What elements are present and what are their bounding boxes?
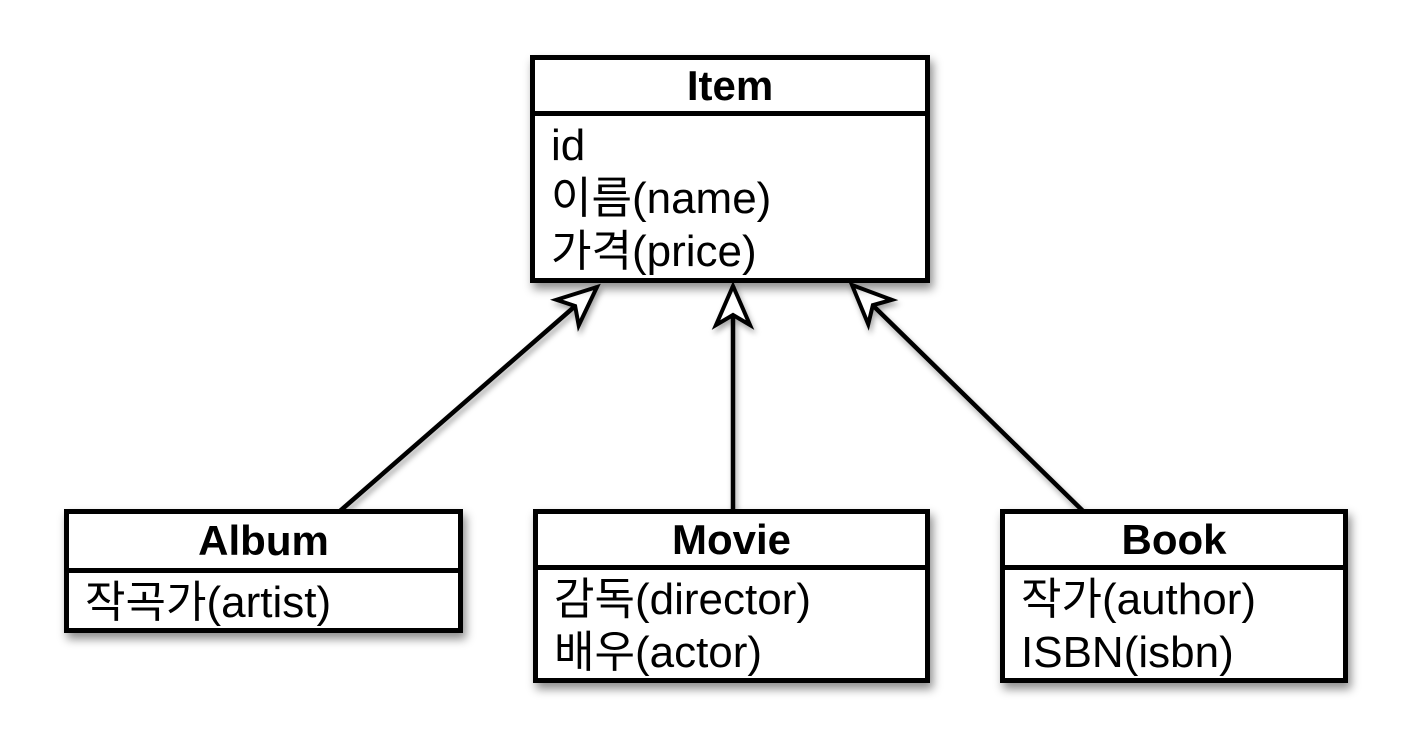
attribute-id: id	[551, 121, 586, 170]
attribute-actor: 배우(actor)	[554, 628, 763, 677]
class-item-title: Item	[535, 60, 925, 116]
generalization-line-album-item	[338, 285, 599, 513]
class-item-attributes: id 이름(name) 가격(price)	[535, 116, 925, 278]
class-movie-attributes: 감독(director) 배우(actor)	[538, 570, 925, 679]
class-book-attributes: 작가(author) ISBN(isbn)	[1005, 570, 1343, 679]
class-item: Item id 이름(name) 가격(price)	[530, 55, 930, 283]
class-book-title: Book	[1005, 514, 1343, 570]
attribute-name: 이름(name)	[551, 174, 772, 223]
generalization-arrowhead-album-item	[549, 283, 601, 332]
class-album: Album 작곡가(artist)	[64, 509, 463, 633]
attribute-artist: 작곡가(artist)	[85, 578, 332, 627]
generalization-line-book-item	[850, 283, 1085, 513]
class-movie: Movie 감독(director) 배우(actor)	[533, 509, 930, 683]
attribute-isbn: ISBN(isbn)	[1021, 628, 1234, 677]
attribute-director: 감독(director)	[554, 575, 811, 624]
generalization-arrowhead-book-item	[848, 281, 899, 331]
attribute-price: 가격(price)	[551, 227, 757, 276]
class-movie-title: Movie	[538, 514, 925, 570]
generalization-arrowhead-movie-item	[711, 280, 755, 330]
class-book: Book 작가(author) ISBN(isbn)	[1000, 509, 1348, 683]
class-album-title: Album	[69, 514, 458, 573]
attribute-author: 작가(author)	[1021, 575, 1257, 624]
class-album-attributes: 작곡가(artist)	[69, 573, 458, 629]
